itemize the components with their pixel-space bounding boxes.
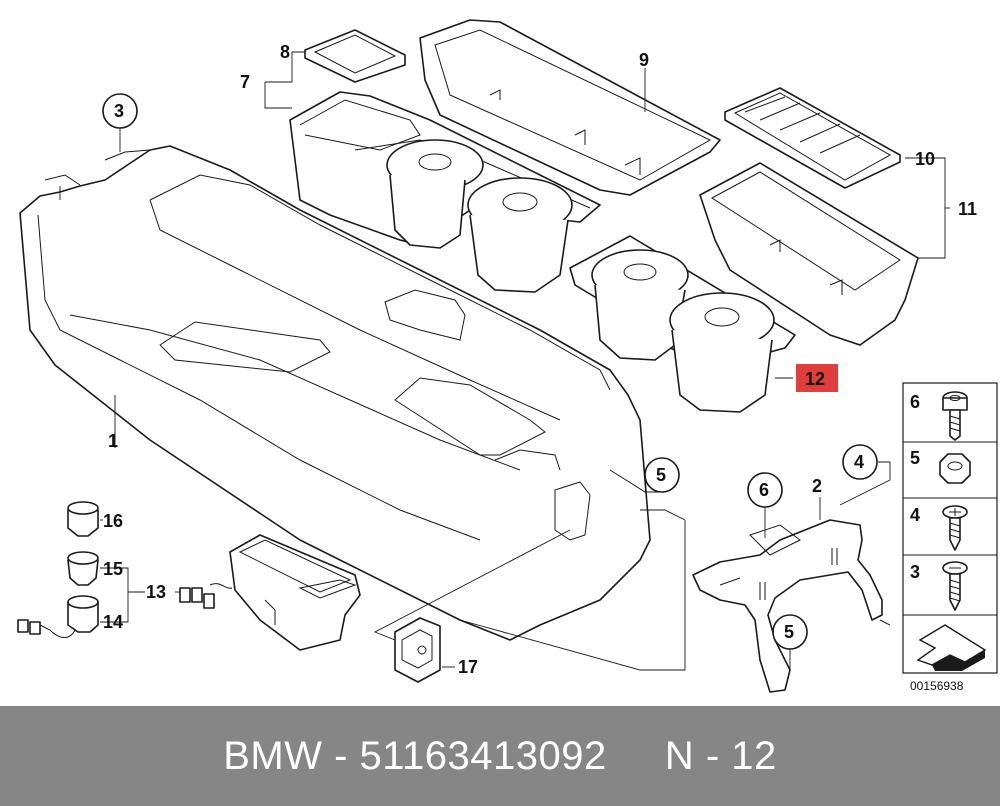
callout-8: 8 (280, 42, 290, 62)
fastener-legend: 6 5 4 3 (902, 382, 998, 674)
footer-position: N - 12 (664, 733, 777, 778)
legend-row-3: 3 (910, 562, 920, 582)
footer-brand: BMW (223, 733, 323, 778)
callout-4-circle (842, 444, 878, 480)
callout-3-circle (102, 93, 138, 129)
center-console-body (19, 145, 651, 641)
legend-row-6: 6 (910, 392, 920, 412)
mounting-bracket (692, 519, 891, 693)
parts-diagram: 1 3 7 8 9 10 11 12 5 2 4 6 5 16 15 13 14… (17, 19, 998, 693)
switch-unit (179, 534, 361, 651)
callout-14: 14 (103, 612, 123, 632)
callout-3: 3 (114, 101, 124, 121)
callout-5-lower: 5 (784, 622, 794, 642)
diagram-number: 00156938 (910, 679, 964, 693)
direction-arrow-icon (916, 624, 987, 671)
legend-row-4: 4 (910, 505, 920, 525)
small-switch (394, 617, 441, 683)
callout-5-circle-lower (772, 614, 808, 650)
screw-icon-2 (942, 561, 968, 611)
callout-2: 2 (812, 476, 822, 496)
legend-row-5: 5 (910, 448, 920, 468)
callout-6-circle (747, 472, 783, 508)
callout-5-circle-upper (644, 457, 680, 493)
small-tray-lid (304, 29, 406, 83)
rear-cupholder-insert (289, 91, 601, 293)
callout-6: 6 (759, 480, 769, 500)
callout-17: 17 (458, 657, 478, 677)
long-storage-tray (419, 19, 721, 196)
leader-lines (59, 51, 950, 671)
callout-9: 9 (639, 50, 649, 70)
storage-box (699, 162, 919, 346)
callout-labels: 1 3 7 8 9 10 11 12 5 2 4 6 5 16 15 13 14… (102, 42, 977, 677)
front-cupholder-insert (569, 235, 796, 413)
callout-12: 12 (805, 369, 825, 389)
callout-11: 11 (958, 199, 977, 219)
callout-12-highlight (796, 364, 838, 392)
rubber-mat (724, 87, 901, 189)
callout-10: 10 (915, 149, 935, 169)
footer-separator: - (334, 733, 348, 778)
callout-15: 15 (103, 559, 123, 579)
footer-part-number: 51163413092 (359, 733, 607, 778)
screw-icon (942, 505, 968, 551)
callout-4: 4 (854, 452, 864, 472)
nut-icon (939, 453, 971, 484)
callout-13: 13 (146, 582, 166, 602)
bolt-icon (942, 391, 968, 441)
callout-5-upper: 5 (656, 465, 666, 485)
callout-16: 16 (103, 511, 123, 531)
callout-7: 7 (240, 72, 250, 92)
callout-1: 1 (108, 431, 118, 451)
footer-banner: BMW - 51163413092 N - 12 (0, 706, 1000, 806)
socket-parts (17, 501, 99, 638)
